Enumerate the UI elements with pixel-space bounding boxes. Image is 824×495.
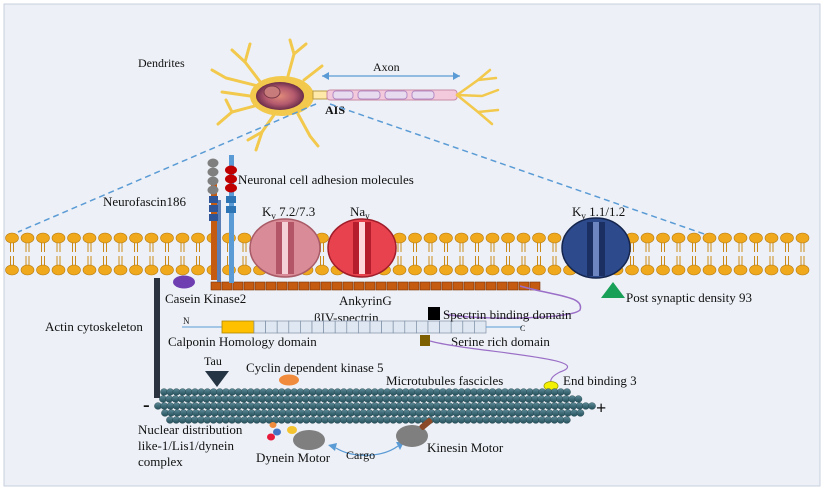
- serine-label: Serine rich domain: [451, 334, 550, 349]
- cdk5-label: Cyclin dependent kinase 5: [246, 360, 384, 375]
- ankyrin-spectrin-link: [444, 285, 582, 319]
- ais-segment: [312, 90, 328, 100]
- kinesin-head: [419, 418, 433, 430]
- dynein-label: Dynein Motor: [256, 450, 331, 465]
- ncam-label: Neuronal cell adhesion molecules: [238, 172, 414, 187]
- nde-label-line3: complex: [138, 454, 183, 469]
- soma: [256, 82, 304, 110]
- axon-label: Axon: [373, 60, 400, 74]
- psd93-label: Post synaptic density 93: [626, 290, 752, 305]
- minus-end-label: -: [143, 394, 150, 416]
- ankyrin-bar: [210, 281, 541, 291]
- neurofascin186: [207, 158, 221, 282]
- dynein-blob: [293, 430, 325, 450]
- psd93-marker: [601, 282, 625, 298]
- axon-terminals: [455, 68, 500, 126]
- neuronal-cell-adhesion-molecules: [225, 155, 237, 283]
- kv1-channel: [561, 217, 631, 279]
- plus-end-label: +: [596, 398, 606, 418]
- tau-marker: [205, 371, 229, 387]
- kinesin-blob: [396, 425, 428, 447]
- tau-label: Tau: [204, 354, 222, 368]
- microtubule-fascicles: [154, 388, 596, 424]
- nde-label-line2: like-1/Lis1/dynein: [138, 438, 235, 453]
- kv7-channel: [249, 218, 321, 278]
- zoom-line-left: [17, 103, 317, 233]
- eb3-label: End binding 3: [563, 373, 637, 388]
- actin-pole: [154, 278, 160, 398]
- serine-eb3-link: [429, 340, 569, 384]
- ankyrin-label: AnkyrinG: [339, 293, 392, 308]
- cdk5-blob: [279, 374, 299, 386]
- neurofascin-label: Neurofascin186: [103, 194, 187, 209]
- calponin-label: Calponin Homology domain: [168, 334, 317, 349]
- actin-label: Actin cytoskeleton: [45, 319, 143, 334]
- casein-label: Casein Kinase2: [165, 291, 246, 306]
- spectrin-n-terminus: N: [183, 316, 190, 326]
- nucleus: [263, 85, 281, 99]
- ais-label: AIS: [325, 103, 345, 117]
- spectrin-binding-domain-box: [428, 307, 440, 320]
- dynein-cargo-marker: [287, 426, 297, 434]
- casein-kinase2-blob: [173, 275, 195, 289]
- kinesin-label: Kinesin Motor: [427, 440, 504, 455]
- ankyrin-vertical: [211, 180, 217, 280]
- nde-label-line1: Nuclear distribution: [138, 422, 243, 437]
- spectrin-repeats: [253, 320, 487, 334]
- cargo-arrow: [335, 445, 399, 456]
- serine-rich-box: [420, 335, 430, 346]
- neuron-illustration: Dendrites Axon AIS: [138, 38, 500, 152]
- calponin-domain: [221, 320, 255, 334]
- nde-complex-markers: [267, 422, 281, 441]
- kv72-label: Kv 7.2/7.3: [262, 204, 315, 221]
- kv11-label: Kv 1.1/1.2: [572, 204, 625, 221]
- cargo-label: Cargo: [346, 448, 375, 462]
- nav-label: Nav: [350, 204, 370, 221]
- spectrin-c-terminus: C: [520, 324, 525, 333]
- dendrites-label: Dendrites: [138, 56, 185, 70]
- zoom-line-right: [329, 103, 711, 237]
- nav-channel: [327, 218, 397, 278]
- spectrin-binding-label: Spectrin binding domain: [443, 307, 572, 322]
- microtubules-label: Microtubules fascicles: [386, 373, 503, 388]
